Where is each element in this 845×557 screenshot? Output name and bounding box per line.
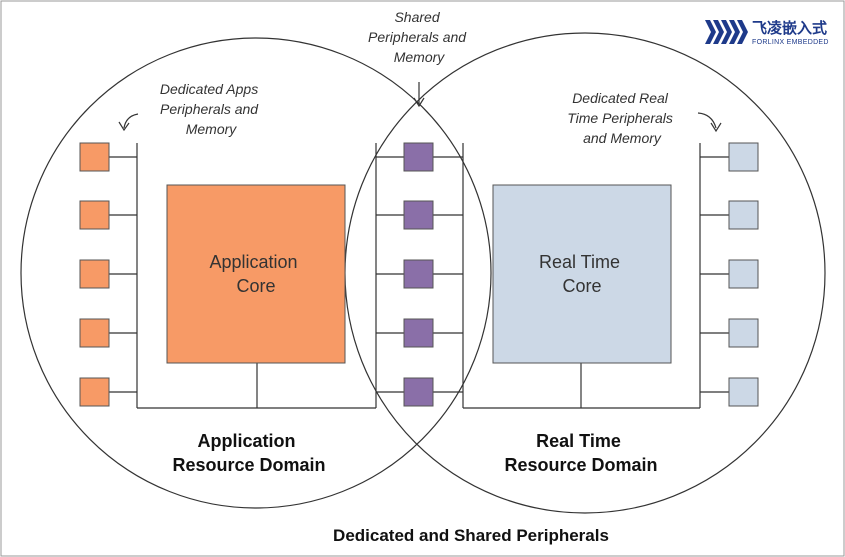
shared-peripherals-label: Shared Peripherals and Memory — [368, 9, 470, 65]
rt-peripheral-box-2 — [728, 200, 759, 230]
shared-peripheral-box-5 — [403, 377, 434, 407]
rt-peripheral-box-4 — [728, 318, 759, 348]
shared-peripheral-box-1 — [403, 142, 434, 172]
realtime-core-box — [492, 184, 672, 364]
dedicated-rt-label: Dedicated Real Time Peripherals and Memo… — [567, 90, 677, 146]
dedicated-rt-arrow-icon — [697, 112, 722, 133]
shared-peripheral-box-3 — [403, 259, 434, 289]
application-core-label: Application Core — [209, 252, 302, 296]
realtime-bus — [462, 143, 701, 409]
rt-peripheral-box-5 — [728, 377, 759, 407]
forlinx-logo: 飞凌嵌入式 FORLINX EMBEDDED — [705, 19, 829, 46]
application-core-box — [166, 184, 346, 364]
realtime-domain-label: Real Time Resource Domain — [504, 431, 657, 475]
forlinx-logo-mark-icon — [705, 20, 748, 44]
app-peripheral-box-2 — [79, 200, 110, 230]
application-bus — [136, 143, 377, 409]
shared-arrow-icon — [413, 82, 425, 108]
app-peripheral-box-1 — [79, 142, 110, 172]
app-peripheral-box-3 — [79, 259, 110, 289]
dedicated-apps-arrow-icon — [118, 113, 139, 132]
rt-peripheral-box-3 — [728, 259, 759, 289]
application-domain-circle — [20, 37, 492, 509]
application-domain-label: Application Resource Domain — [172, 431, 325, 475]
app-peripheral-box-5 — [79, 377, 110, 407]
diagram-title: Dedicated and Shared Peripherals — [333, 526, 609, 545]
app-peripheral-box-4 — [79, 318, 110, 348]
realtime-core-label: Real Time Core — [539, 252, 625, 296]
rt-peripheral-box-1 — [728, 142, 759, 172]
logo-en-text: FORLINX EMBEDDED — [752, 39, 829, 46]
logo-cn-text: 飞凌嵌入式 — [752, 19, 827, 37]
shared-peripheral-box-4 — [403, 318, 434, 348]
shared-peripheral-box-2 — [403, 200, 434, 230]
dedicated-apps-label: Dedicated Apps Peripherals and Memory — [160, 81, 262, 137]
